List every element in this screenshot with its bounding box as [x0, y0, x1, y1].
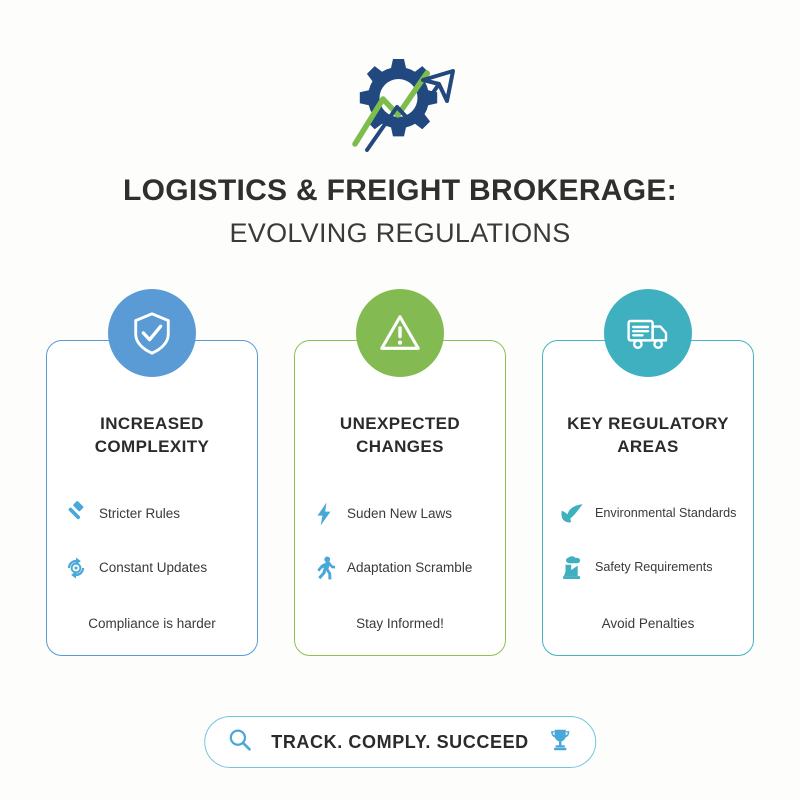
list-item: Adaptation Scramble — [309, 545, 495, 591]
gear-growth-arrow-logo — [352, 59, 455, 152]
running-person-icon — [309, 553, 339, 583]
header-logo — [0, 42, 800, 162]
card-title: INCREASED COMPLEXITY — [94, 414, 210, 456]
search-icon — [227, 727, 253, 758]
list-item: Constant Updates — [61, 545, 247, 591]
list-item: Stricter Rules — [61, 491, 247, 537]
list-item: Environmental Standards — [557, 491, 743, 537]
card-list: Suden New Laws Adaptation Scramble — [309, 491, 495, 599]
card-list: Stricter Rules Constant Updates — [61, 491, 247, 599]
card-row: INCREASED COMPLEXITY Stricter Rules — [46, 289, 754, 656]
shield-check-icon — [134, 312, 170, 355]
list-item-label: Stricter Rules — [99, 505, 181, 521]
list-item-label: Constant Updates — [99, 559, 208, 575]
factory-icon — [557, 553, 587, 583]
list-item: Suden New Laws — [309, 491, 495, 537]
card-badge — [356, 289, 444, 377]
list-item-label: Environmental Standards — [595, 506, 737, 521]
title-block: LOGISTICS & FREIGHT BROKERAGE: EVOLVING … — [0, 172, 800, 251]
card-badge — [604, 289, 692, 377]
card-footer: Avoid Penalties — [601, 616, 695, 631]
card-title: KEY REGULATORY AREAS — [567, 414, 729, 456]
card-title: UNEXPECTED CHANGES — [339, 414, 461, 456]
list-item: Safety Requirements — [557, 545, 743, 591]
refresh-sync-icon — [61, 553, 91, 583]
leaf-icon — [557, 499, 587, 529]
delivery-truck-icon — [627, 319, 668, 349]
warning-triangle-icon — [380, 315, 420, 350]
tagline-text: TRACK. COMPLY. SUCCEED — [271, 731, 529, 752]
card-footer: Stay Informed! — [356, 616, 444, 631]
card-list: Environmental Standards Safety Requireme… — [557, 491, 743, 599]
list-item-label: Adaptation Scramble — [347, 559, 473, 575]
card-increased-complexity[interactable]: INCREASED COMPLEXITY Stricter Rules — [46, 289, 258, 656]
card-key-regulatory-areas[interactable]: KEY REGULATORY AREAS Environmental Stand… — [542, 289, 754, 656]
page-subtitle: EVOLVING REGULATIONS — [229, 217, 571, 248]
page-title: LOGISTICS & FREIGHT BROKERAGE: — [122, 174, 677, 207]
trophy-icon — [547, 727, 573, 758]
lightning-bolt-icon — [309, 499, 339, 529]
card-badge — [108, 289, 196, 377]
list-item-label: Suden New Laws — [347, 505, 453, 521]
card-unexpected-changes[interactable]: UNEXPECTED CHANGES Suden New Laws — [294, 289, 506, 656]
tagline-banner[interactable]: TRACK. COMPLY. SUCCEED — [204, 716, 596, 768]
card-footer: Compliance is harder — [88, 616, 216, 631]
list-item-label: Safety Requirements — [595, 560, 713, 575]
gavel-icon — [61, 499, 91, 529]
